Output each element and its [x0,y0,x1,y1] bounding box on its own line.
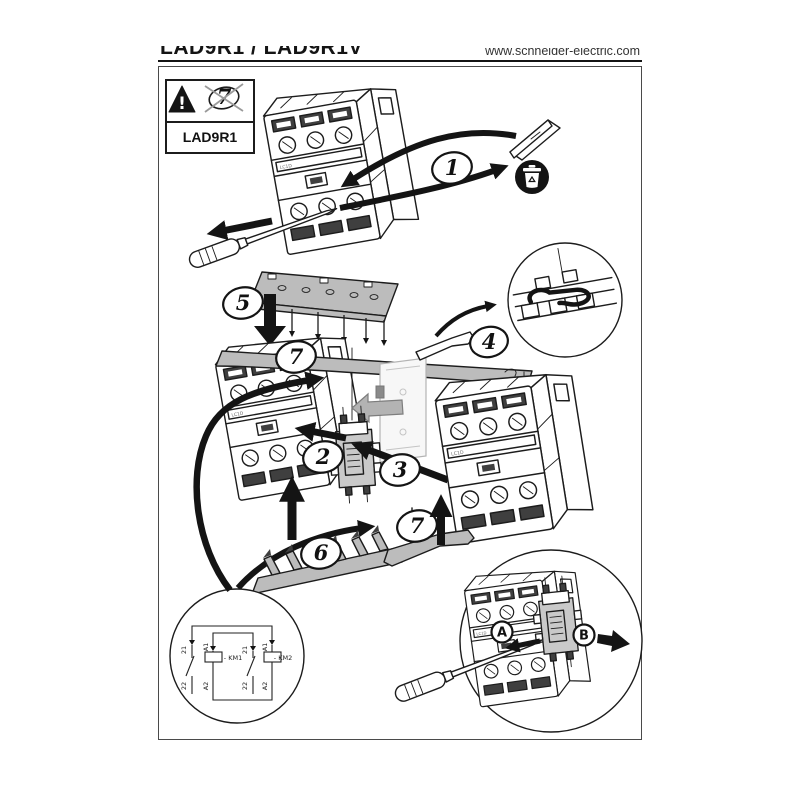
remove-cover-arrow [340,129,517,188]
website-url: www.schneider-electric.com [400,48,640,58]
warning-box: ! 7 LAD9R1 [165,79,255,154]
svg-text:22: 22 [241,682,249,690]
svg-text:A2: A2 [202,682,210,691]
badge-a: A [490,620,514,644]
svg-text:A1: A1 [261,643,269,652]
contactor-right [432,362,596,545]
page-title-text: LAD9R1 / LAD9R1V [160,46,363,59]
step-6-badge: 6 [300,536,342,570]
wiring-to-device-arrow [193,371,325,592]
svg-text:1: 1 [445,155,460,180]
svg-text:3: 3 [393,457,408,482]
km2-nc-contact: 21 22 [180,645,195,694]
km1-coil: A1 A2 - KM1 [202,643,242,691]
svg-text:A2: A2 [261,682,269,691]
recycle-bin-icon [515,160,549,194]
svg-text:7: 7 [410,513,425,538]
svg-text:4: 4 [482,329,497,354]
clip-detail-circle [507,242,623,358]
page-title: LAD9R1 / LAD9R1V [160,46,490,59]
svg-text:6: 6 [314,540,329,565]
warning-product-label: LAD9R1 [182,128,238,145]
insert-down-arrow [254,294,286,346]
step-4-arrow [434,300,497,338]
svg-text:A: A [497,626,507,641]
svg-text:22: 22 [180,682,188,690]
press-arrow [505,638,541,653]
website-url-text: www.schneider-electric.com [485,48,640,58]
svg-text:7: 7 [289,344,304,369]
svg-text:2: 2 [315,444,331,469]
svg-text:B: B [579,629,589,644]
latch-detail [527,287,591,307]
step-4-badge: 4 [469,325,509,359]
km1-nc-contact: 21 22 [241,646,256,694]
pry-arrow [206,217,273,241]
no-step7-icon: 7 [204,83,244,113]
svg-text:21: 21 [241,646,249,654]
warning-alert-glyph: ! [178,94,186,114]
extract-arrow [597,630,630,652]
badge-b: B [572,623,596,647]
cover-plate-part [509,119,561,161]
retaining-clip-part [415,331,475,361]
step-2-arrow [294,421,347,442]
svg-text:- KM1: - KM1 [224,654,242,662]
svg-text:5: 5 [236,290,251,315]
warning-box-icons: ! 7 [167,81,253,123]
step-5-badge: 5 [222,286,264,320]
km2-coil: A1 A2 - KM2 [261,643,292,691]
step-3-badge: 3 [379,453,421,487]
header-rule [158,60,642,63]
removal-detail-circle: A B [392,549,643,733]
excluded-step-number: 7 [217,84,232,109]
adapter-plate-part [247,271,399,346]
step-7-badge-bottom: 7 [396,509,438,543]
svg-text:- KM2: - KM2 [274,654,292,662]
warning-triangle-icon: ! [168,85,196,114]
discard-arrow [339,163,509,211]
step-1-badge: 1 [431,151,473,185]
step-2-badge: 2 [302,440,344,474]
step-7-badge-top: 7 [275,340,317,374]
svg-text:21: 21 [180,646,188,654]
transfer-arrow [235,519,376,590]
svg-text:A1: A1 [202,643,210,652]
wiring-diagram-circle: 21 22 A1 A2 - KM1 21 22 A1 A [169,588,305,724]
